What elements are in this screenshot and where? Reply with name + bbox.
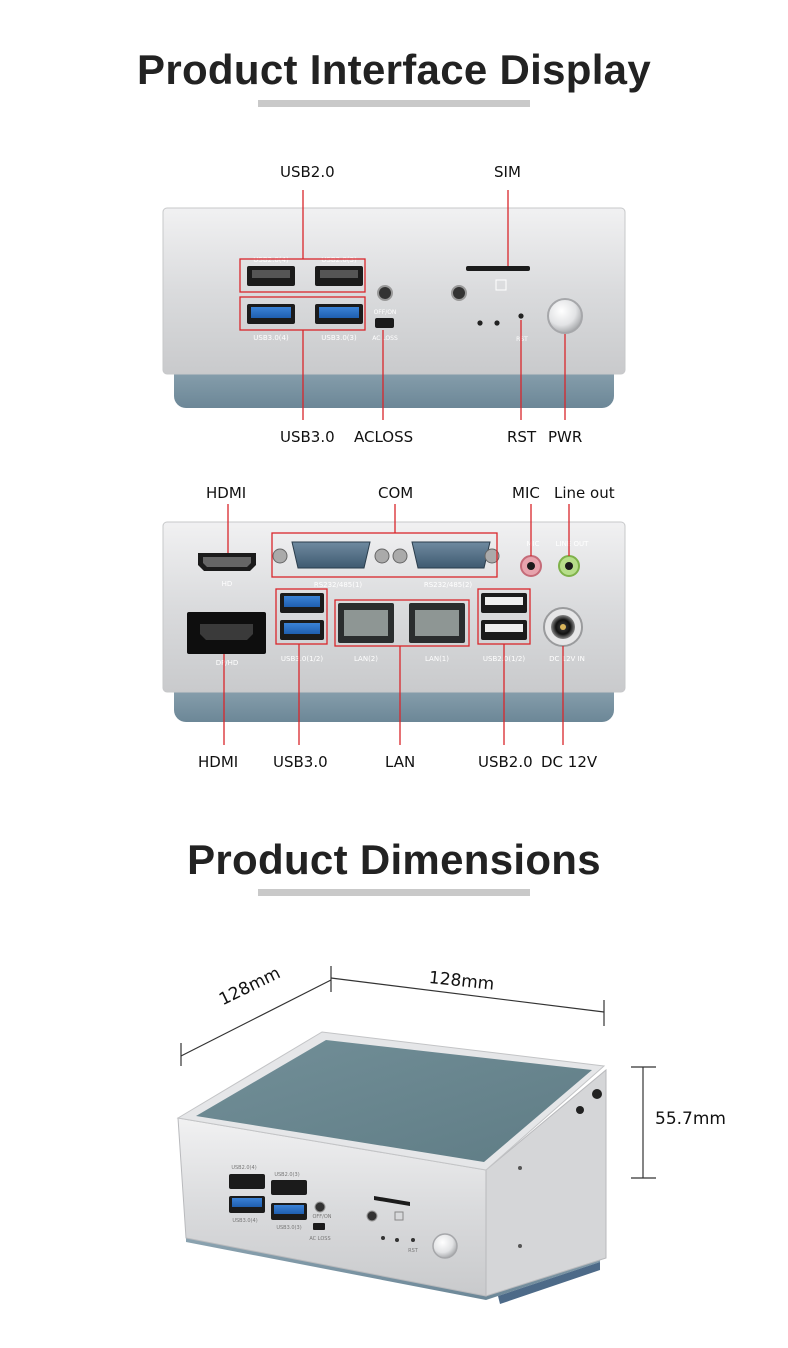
silk-usb3-3: USB3.0(3) [321, 334, 357, 342]
dimension-illustration: USB2.0(4) USB2.0(3) USB3.0(4) USB3.0(3) … [176, 966, 656, 1304]
silk-rst: RST [516, 336, 528, 343]
label-dc: DC 12V [541, 753, 598, 771]
label-back-usb30: USB3.0 [273, 753, 328, 771]
title-underline [258, 100, 530, 107]
sim-icon [495, 279, 507, 291]
front-audio-jack [377, 285, 393, 301]
rst-hole [518, 313, 524, 319]
silk-off-on: OFF/ON [374, 309, 397, 316]
silk-rs2: RS232/485(2) [424, 581, 473, 589]
front-body [162, 207, 626, 375]
label-hdmi-bottom: HDMI [198, 753, 239, 771]
silk-line-out: LINE OUT [556, 540, 589, 548]
silk3d-off-on: OFF/ON [312, 1214, 331, 1220]
label-front-usb20: USB2.0 [280, 163, 335, 181]
silk-usb2-3: USB2.0(3) [321, 256, 357, 264]
power-button-image [547, 298, 583, 334]
highlight-usb3-back [275, 588, 328, 645]
title-underline-2 [258, 889, 530, 896]
section-title-dimensions: Product Dimensions [187, 836, 601, 883]
label-front-usb30: USB3.0 [280, 428, 335, 446]
com-ports [272, 541, 500, 569]
label-com: COM [378, 484, 414, 502]
highlight-com [271, 532, 498, 578]
silk-lan1: LAN(1) [425, 655, 449, 663]
silk-usb3-4: USB3.0(4) [253, 334, 289, 342]
silk-mic: MIC [527, 540, 540, 548]
label-back-usb20: USB2.0 [478, 753, 533, 771]
label-hdmi-top: HDMI [206, 484, 247, 502]
front-usb3-ports [247, 304, 363, 324]
front-jack-2 [451, 285, 467, 301]
label-acloss: ACLOSS [354, 428, 414, 446]
sim-slot [466, 266, 530, 271]
label-pwr: PWR [548, 428, 583, 446]
silk-ac-loss: AC LOSS [372, 335, 398, 342]
acloss-switch [375, 318, 394, 328]
silk-dp-hd: DP/HD [216, 659, 239, 667]
label-mic: MIC [512, 484, 540, 502]
silk3d-rst: RST [408, 1248, 419, 1254]
silk3d-usb2-3: USB2.0(3) [274, 1172, 299, 1178]
silk-dc-in: DC 12V IN [549, 655, 585, 663]
label-sim: SIM [494, 163, 521, 181]
led-2 [494, 320, 500, 326]
front-panel: USB2.0(4) USB2.0(3) USB3.0(4) USB3.0(3) … [162, 190, 626, 420]
silk-lan2: LAN(2) [354, 655, 378, 663]
silk-hd: HD [222, 580, 233, 588]
silk3d-usb3-4: USB3.0(4) [232, 1218, 257, 1224]
silk3d-ac-loss: AC LOSS [309, 1236, 330, 1242]
dimension-height: 55.7mm [655, 1109, 726, 1129]
label-line-out: Line out [554, 484, 615, 502]
silk3d-usb2-4: USB2.0(4) [231, 1165, 256, 1171]
label-lan: LAN [385, 753, 416, 771]
front-usb2-ports [247, 266, 363, 286]
silk-rs1: RS232/485(1) [314, 581, 363, 589]
silk3d-usb3-3: USB3.0(3) [276, 1225, 301, 1231]
depth-dimension-line [180, 979, 332, 1057]
highlight-lan [334, 599, 470, 647]
led-1 [477, 320, 483, 326]
silk-usb3-12: USB3.0(1/2) [281, 655, 323, 663]
label-rst: RST [507, 428, 537, 446]
section-title-interface: Product Interface Display [137, 46, 651, 93]
width-dimension-line [330, 977, 605, 1013]
silk-usb2-4: USB2.0(4) [253, 256, 289, 264]
back-panel: HD DP/HD RS232/485(1) RS232/485(2) MIC L… [162, 504, 626, 745]
